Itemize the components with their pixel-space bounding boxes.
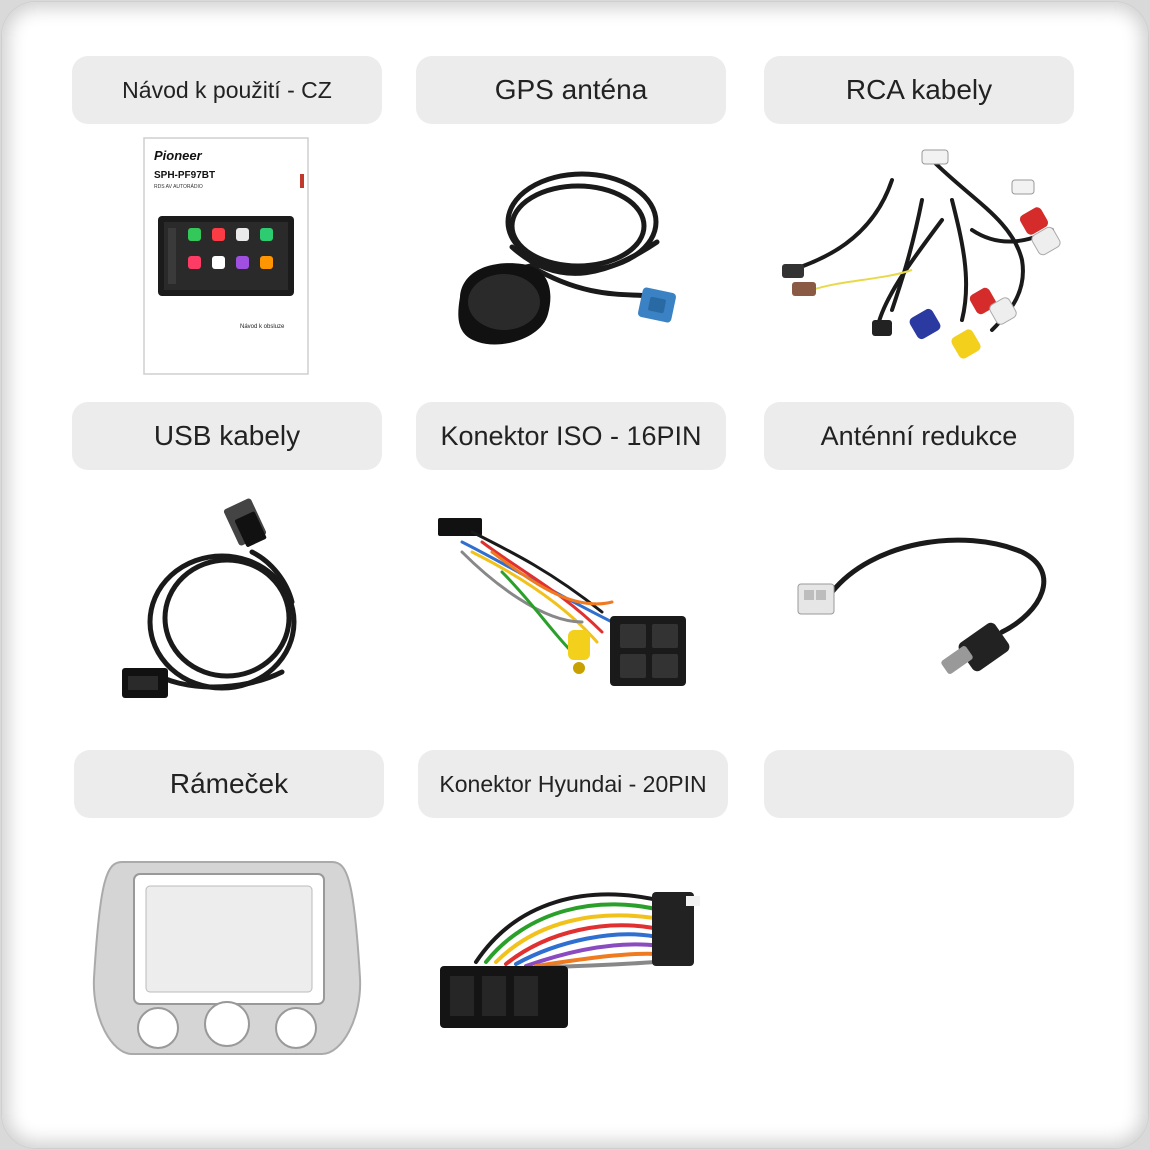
manual-subtitle: RDS AV AUTORÁDIO [154,183,203,190]
manual-booklet-icon: Pioneer SPH-PF97BT RDS AV AUTORÁDIO Návo… [142,136,310,376]
rca-cables-icon [772,140,1072,370]
dash-frame-icon [92,858,362,1058]
item-label-usb: USB kabely [72,402,382,470]
hyundai-connector-icon [436,872,706,1042]
iso-connector-icon [432,512,712,692]
item-label-rca: RCA kabely [764,56,1074,124]
manual-model: SPH-PF97BT [154,170,215,181]
gps-antenna-icon [442,152,702,362]
item-label-antenna-adapter: Anténní redukce [764,402,1074,470]
manual-footer: Návod k obsluze [240,324,285,330]
item-label-hyundai: Konektor Hyundai - 20PIN [418,750,728,818]
item-label-iso: Konektor ISO - 16PIN [416,402,726,470]
usb-cable-icon [112,492,332,712]
manual-brand: Pioneer [154,148,203,163]
item-label-manual: Návod k použití - CZ [72,56,382,124]
antenna-adapter-icon [792,532,1052,692]
item-label-gps: GPS anténa [416,56,726,124]
item-label-frame: Rámeček [74,750,384,818]
item-label-empty [764,750,1074,818]
